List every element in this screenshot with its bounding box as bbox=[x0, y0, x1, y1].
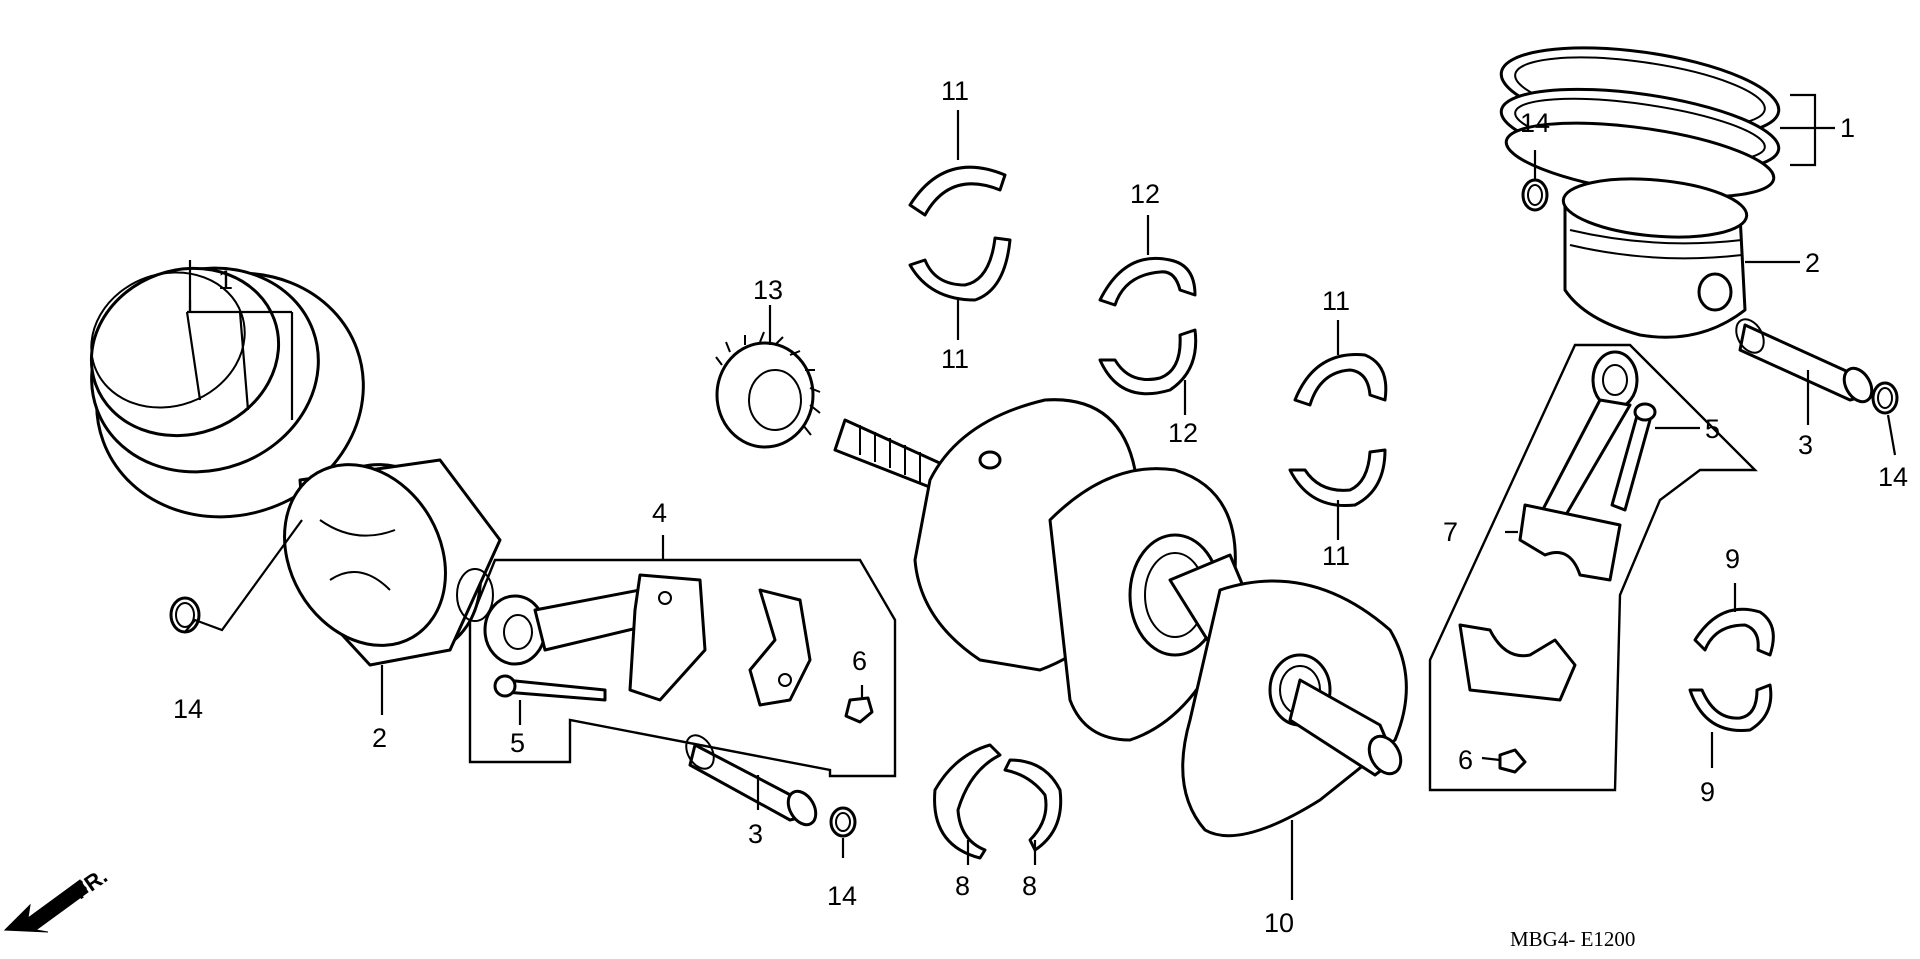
gear-13 bbox=[715, 331, 821, 449]
diagram-code: MBG4- E1200 bbox=[1510, 927, 1635, 951]
callout-8-b: 8 bbox=[1022, 871, 1037, 901]
group-outline-4 bbox=[468, 558, 897, 778]
piston-left bbox=[283, 458, 502, 667]
callout-6-left: 6 bbox=[852, 646, 867, 676]
callout-3-right: 3 bbox=[1798, 430, 1813, 460]
bearings-8 bbox=[933, 743, 1063, 860]
circlip-right bbox=[1871, 381, 1899, 415]
callout-5-left: 5 bbox=[510, 728, 525, 758]
callout-12-top: 12 bbox=[1130, 179, 1160, 209]
callout-2-right: 2 bbox=[1805, 248, 1820, 278]
callout-14-right: 14 bbox=[1878, 462, 1908, 492]
piston-rings-left bbox=[89, 266, 365, 519]
callout-14-right-top: 14 bbox=[1520, 108, 1550, 138]
callout-6-right: 6 bbox=[1458, 745, 1473, 775]
callout-9-bottom: 9 bbox=[1700, 777, 1715, 807]
callout-7: 7 bbox=[1443, 517, 1458, 547]
callout-1-left: 1 bbox=[218, 265, 233, 295]
callout-14-mid: 14 bbox=[827, 881, 857, 911]
front-direction-arrow: FR. bbox=[3, 863, 112, 933]
piston-pin-left bbox=[685, 734, 818, 827]
callout-12-bottom: 12 bbox=[1168, 418, 1198, 448]
callout-11-bottom-a: 11 bbox=[941, 344, 969, 374]
callout-13: 13 bbox=[753, 275, 783, 305]
bearings-9 bbox=[1688, 607, 1775, 732]
bearings-11-left bbox=[908, 165, 1012, 302]
piston-pin-right bbox=[1735, 318, 1874, 404]
callout-11-top-b: 11 bbox=[1322, 286, 1350, 316]
callout-5-right: 5 bbox=[1705, 414, 1720, 444]
callouts: 1 1 2 2 3 3 4 5 5 6 6 7 8 8 9 9 10 11 11… bbox=[173, 76, 1908, 938]
connecting-rod-right bbox=[1458, 350, 1657, 774]
callout-10: 10 bbox=[1264, 908, 1294, 938]
piston-right bbox=[1561, 177, 1749, 339]
circlip-left bbox=[169, 596, 201, 634]
callout-11-top-a: 11 bbox=[941, 76, 969, 106]
callout-8-a: 8 bbox=[955, 871, 970, 901]
leader-lines bbox=[184, 93, 1897, 900]
callout-14-left: 14 bbox=[173, 694, 203, 724]
crankshaft-10 bbox=[833, 398, 1408, 838]
callout-9-top: 9 bbox=[1725, 544, 1740, 574]
callout-11-bottom-b: 11 bbox=[1322, 541, 1350, 571]
callout-1-right: 1 bbox=[1840, 113, 1855, 143]
bearings-11-right bbox=[1288, 353, 1388, 508]
callout-4: 4 bbox=[652, 498, 667, 528]
connecting-rod-left bbox=[483, 573, 874, 724]
circlip-mid bbox=[829, 806, 857, 838]
circlip-right-top bbox=[1521, 178, 1549, 212]
callout-3-left: 3 bbox=[748, 819, 763, 849]
piston-rings-right bbox=[1499, 46, 1781, 199]
callout-2-left: 2 bbox=[372, 723, 387, 753]
bearings-12 bbox=[1098, 256, 1198, 396]
group-outline-7 bbox=[1428, 343, 1758, 792]
